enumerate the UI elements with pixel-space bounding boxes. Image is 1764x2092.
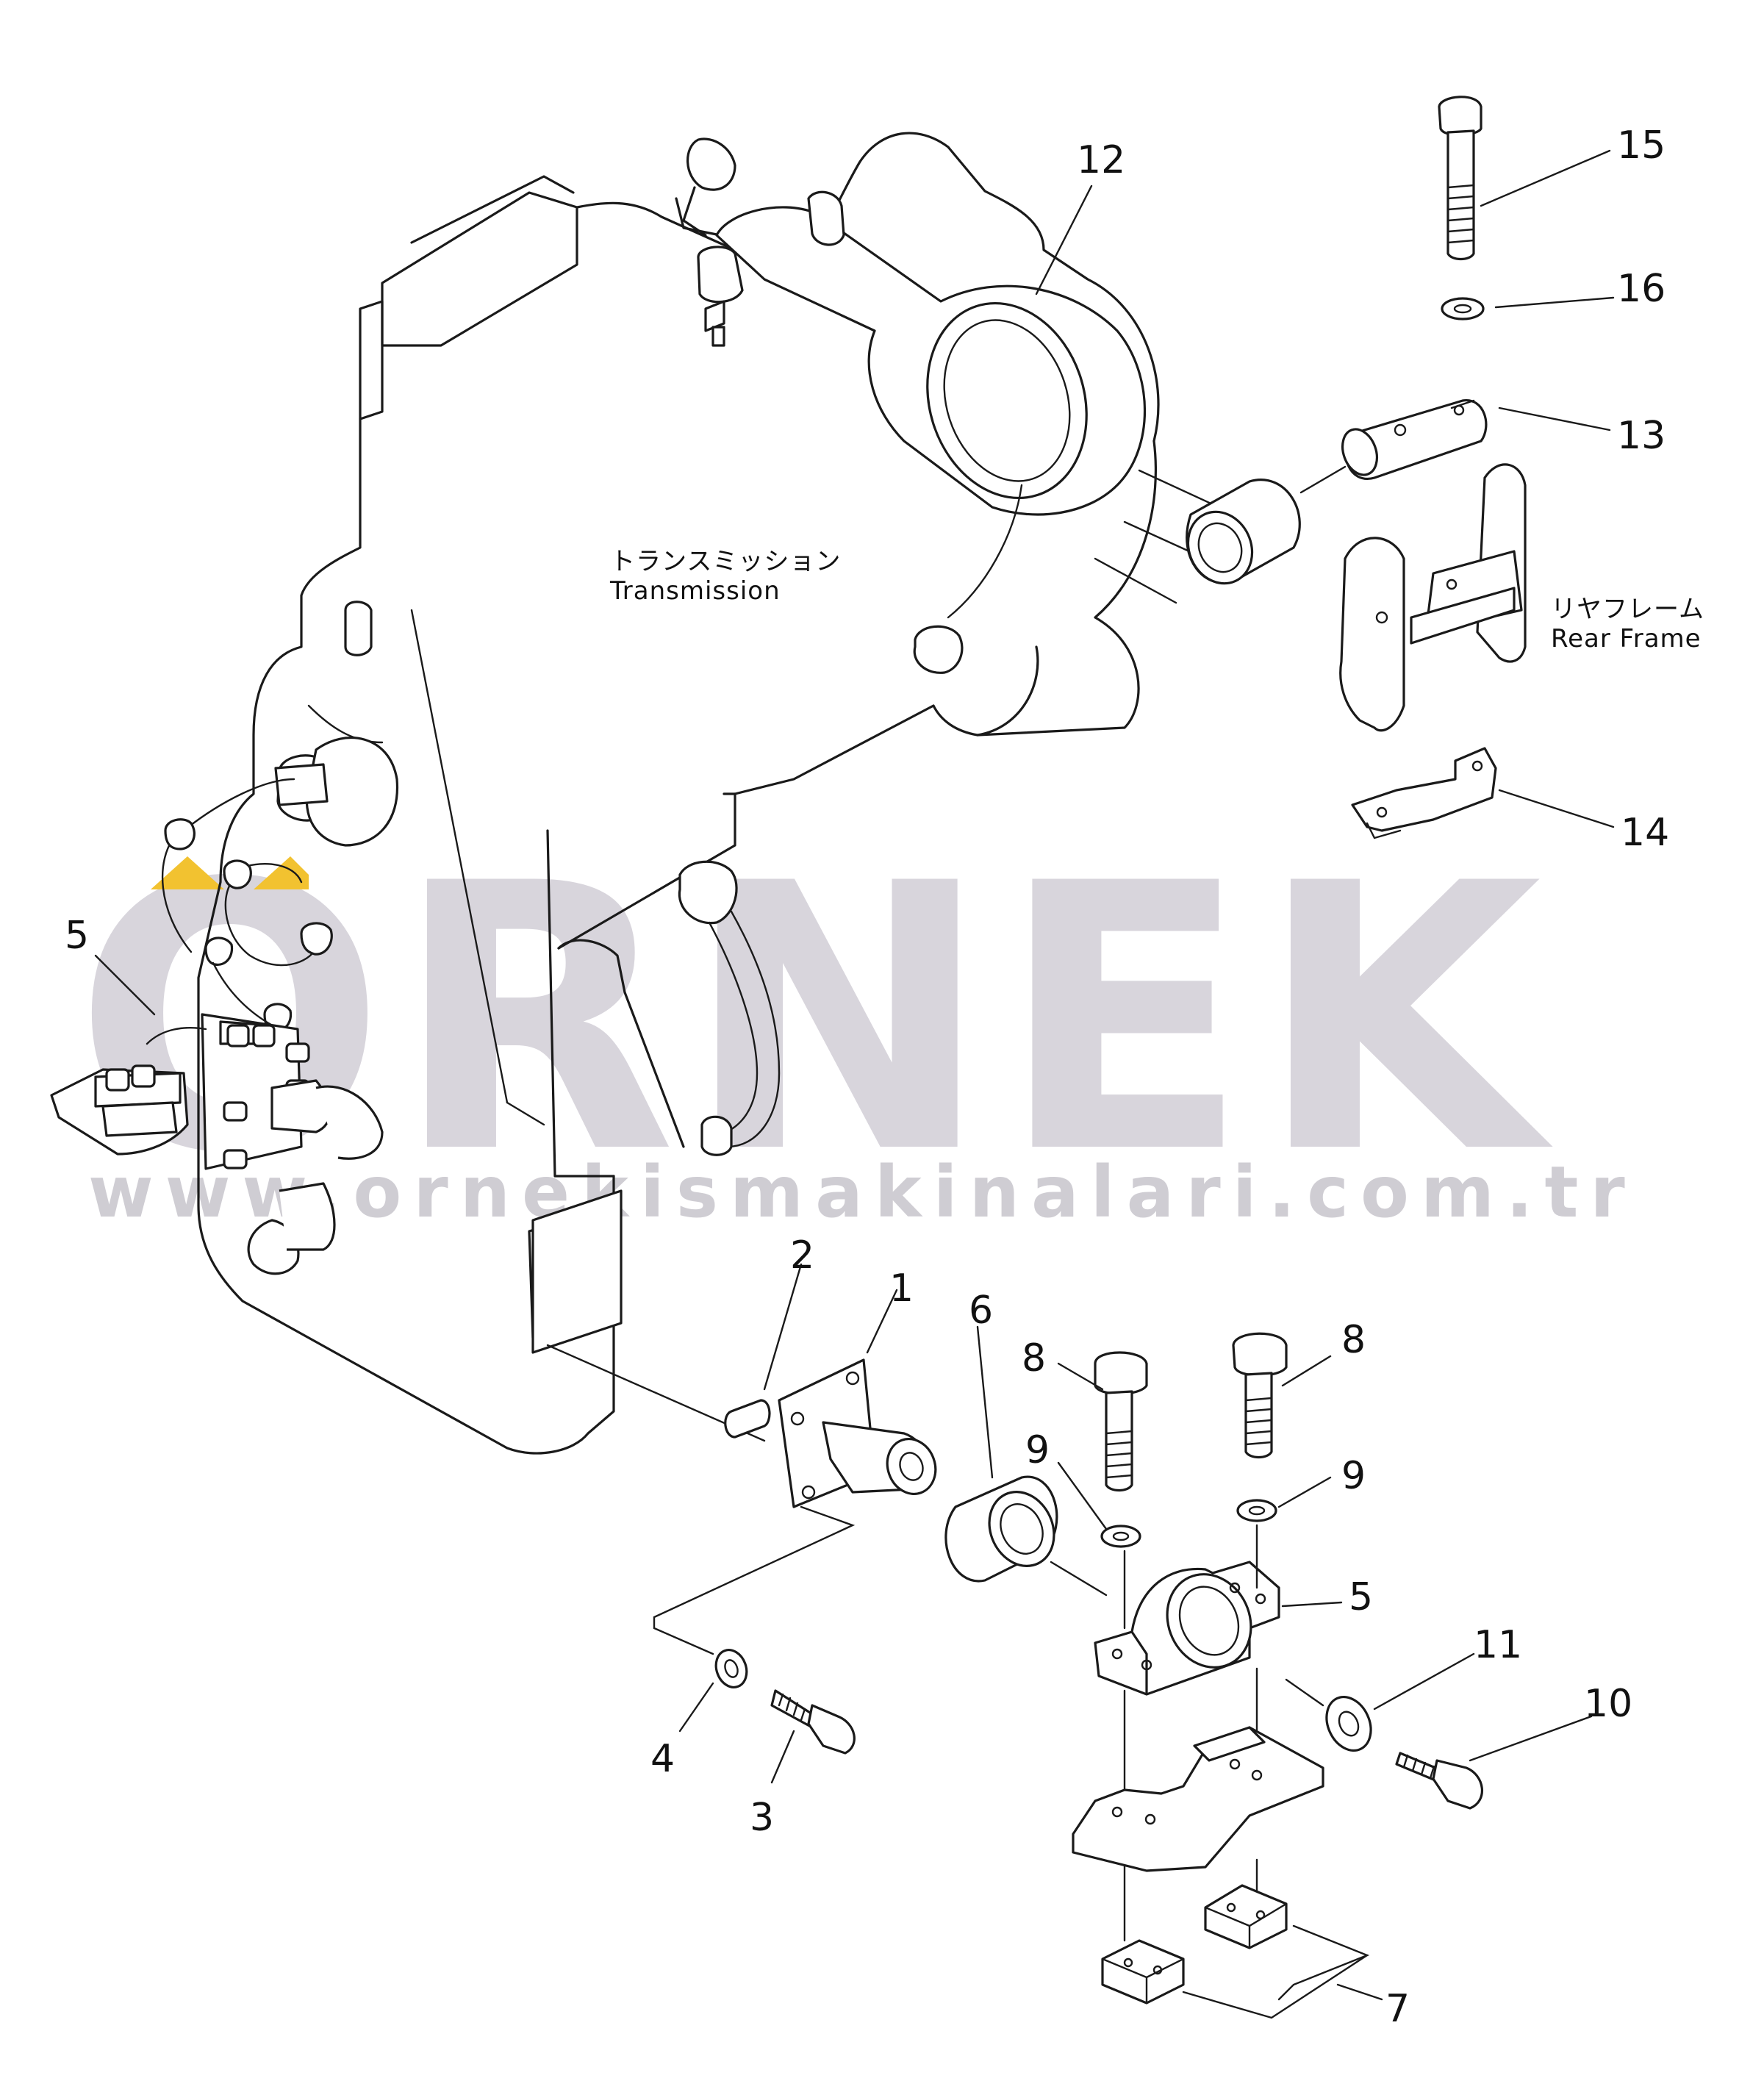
part-13-pin	[1186, 399, 1488, 585]
callout-6: 6	[969, 1289, 993, 1333]
callout-1: 1	[889, 1267, 914, 1311]
callout-14: 14	[1621, 811, 1669, 855]
part-8-bolt-left	[1094, 1351, 1148, 1492]
watermark: ORNEK www.ornekismakinalari.com.tr	[74, 806, 1637, 1233]
part-15-bolt	[1438, 96, 1482, 261]
watermark-url: www.ornekismakinalari.com.tr	[88, 1151, 1637, 1233]
part-11-washer	[1285, 1678, 1372, 1752]
callout-numbers: 1 2 3 4 5 5 6 7 8 8 9 9 10 11 12 13 14 1…	[65, 123, 1669, 2031]
callout-9-left: 9	[1025, 1428, 1050, 1472]
callout-16: 16	[1617, 267, 1666, 311]
part-4-washer	[714, 1649, 748, 1688]
callout-5-left: 5	[65, 914, 89, 958]
part-1-shaft	[653, 1358, 937, 1655]
rear-frame-label-jp: リヤフレーム	[1551, 595, 1704, 624]
rear-frame-label-en: Rear Frame	[1551, 624, 1702, 653]
callout-13: 13	[1617, 414, 1666, 458]
callout-11: 11	[1474, 1623, 1522, 1667]
callout-15: 15	[1617, 123, 1666, 168]
callout-8-right: 8	[1341, 1318, 1366, 1362]
part-9-washer-left	[1100, 1525, 1141, 1548]
callout-12: 12	[1077, 138, 1125, 182]
part-10-bolt	[1395, 1752, 1483, 1810]
watermark-brand: ORNEK	[74, 806, 1555, 1233]
part-3-bolt	[770, 1689, 856, 1755]
watermark-accent-left	[151, 856, 224, 889]
transmission-assembly: トランスミッション Transmission	[50, 132, 1160, 1455]
callout-10: 10	[1584, 1682, 1632, 1726]
transmission-label-en: Transmission	[609, 576, 781, 606]
part-14-bracket	[1351, 747, 1497, 839]
leader-lines	[94, 149, 1615, 2001]
part-2-dowel	[724, 1399, 771, 1439]
part-7-mount	[1072, 1726, 1370, 2019]
callout-3: 3	[750, 1796, 774, 1840]
part-6-bushing	[944, 1475, 1108, 1597]
part-16-washer	[1441, 297, 1485, 320]
watermark-accent-right	[254, 856, 309, 889]
callout-5-right: 5	[1349, 1575, 1373, 1619]
callout-9-right: 9	[1341, 1454, 1366, 1498]
rear-frame: リヤフレーム Rear Frame	[1339, 463, 1704, 732]
part-8-bolt-right	[1232, 1332, 1288, 1459]
transmission-label-jp: トランスミッション	[610, 547, 841, 576]
callout-2: 2	[790, 1233, 814, 1278]
part-12-bracket	[697, 190, 1236, 674]
callout-4: 4	[650, 1737, 675, 1781]
callout-8-left: 8	[1022, 1336, 1046, 1380]
callout-7: 7	[1385, 1987, 1410, 2031]
part-9-washer-right	[1236, 1499, 1277, 1522]
